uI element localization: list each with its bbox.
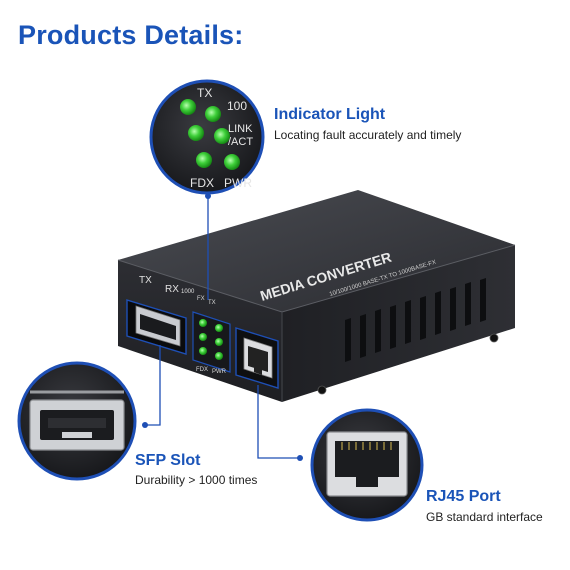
sfp-slot-title: SFP Slot <box>135 452 201 469</box>
led-icon <box>196 152 212 168</box>
led-icon <box>205 106 221 122</box>
rj45-port-desc: GB standard interface <box>426 510 543 524</box>
indicator-light-desc: Locating fault accurately and timely <box>274 128 462 142</box>
indicator-light-title: Indicator Light <box>274 106 386 123</box>
led-icon <box>215 352 223 360</box>
led-icon <box>199 347 207 355</box>
page-title: Products Details: <box>18 20 244 50</box>
led-label-fdx: FDX <box>196 367 208 373</box>
screw-icon <box>489 333 499 343</box>
sfp-rx-label: RX <box>165 284 179 295</box>
led-label-tx: TX <box>208 300 216 306</box>
rj45-port-title: RJ45 Port <box>426 488 501 505</box>
svg-text:LINK: LINK <box>228 123 253 135</box>
sfp-tx-label: TX <box>139 275 152 286</box>
sfp-slot-desc: Durability > 1000 times <box>135 473 258 487</box>
led-label-pwr: PWR <box>212 369 227 375</box>
svg-text:TX: TX <box>197 86 212 100</box>
sfp-speed-label: 1000 <box>181 289 195 295</box>
led-icon <box>199 333 207 341</box>
svg-text:PWR: PWR <box>224 176 252 190</box>
screw-icon <box>317 385 327 395</box>
svg-text:100: 100 <box>227 99 247 113</box>
side-vents <box>345 278 486 362</box>
led-icon <box>180 99 196 115</box>
led-label-fx: FX <box>197 296 205 302</box>
led-icon <box>214 128 230 144</box>
callout-lines <box>145 195 300 459</box>
svg-text:FDX: FDX <box>190 176 214 190</box>
led-icon <box>224 154 240 170</box>
led-icon <box>199 319 207 327</box>
media-converter-device: MEDIA CONVERTER 10/100/1000 BASE-TX TO 1… <box>117 190 516 402</box>
device-side-face <box>282 245 515 402</box>
led-icon <box>215 338 223 346</box>
rj45-zoom-circle <box>310 408 424 522</box>
indicator-zoom-circle: TX 100 LINK /ACT FDX PWR <box>149 79 265 195</box>
led-icon <box>215 324 223 332</box>
sfp-zoom-circle <box>17 361 137 481</box>
device-top-face <box>118 190 515 312</box>
led-icon <box>188 125 204 141</box>
svg-text:/ACT: /ACT <box>228 136 253 148</box>
